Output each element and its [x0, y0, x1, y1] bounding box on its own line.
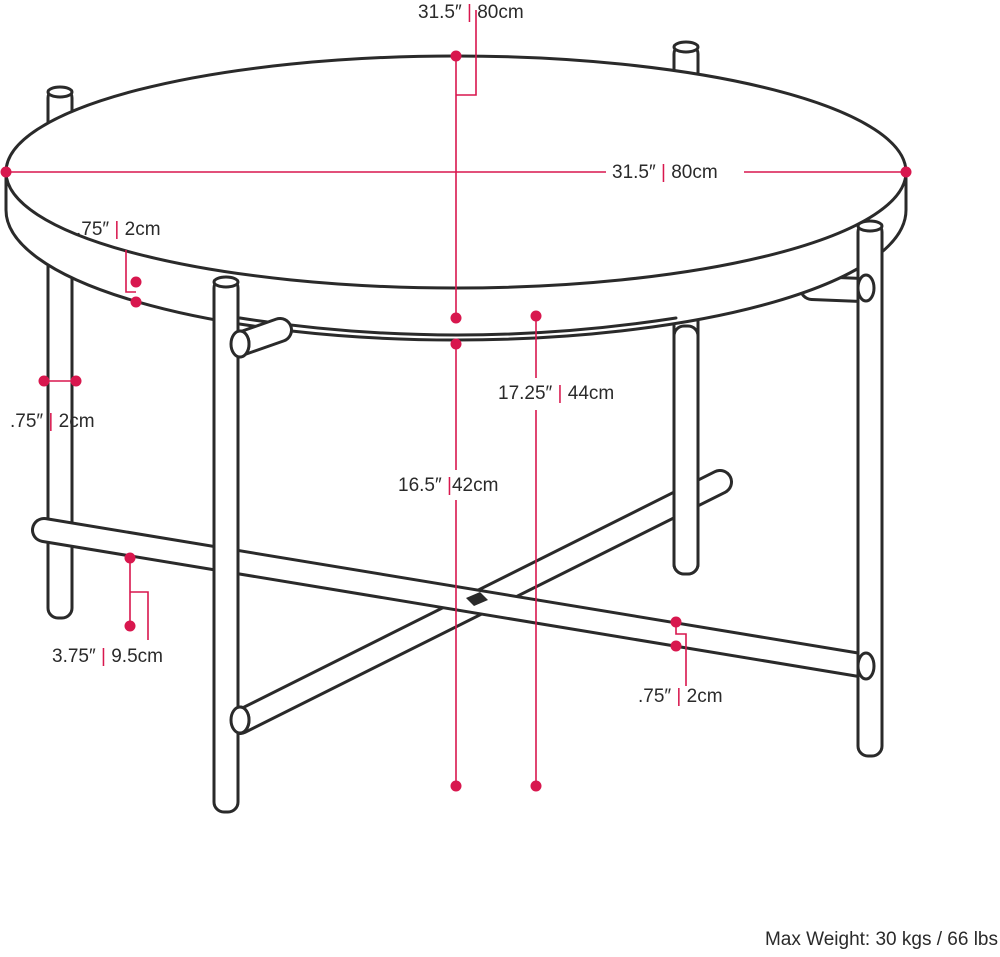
- max-weight-note: Max Weight: 30 kgs / 66 lbs: [764, 929, 998, 950]
- dim-top-width: [0, 166, 912, 178]
- label-base-clearance: 3.75″ | 9.5cm: [52, 646, 163, 667]
- label-leg-diameter: .75″ | 2cm: [10, 411, 95, 432]
- dim-leg-height: [450, 338, 462, 792]
- label-total-height: 17.25″ | 44cm: [498, 383, 614, 404]
- back-right-leg-lower: [672, 324, 700, 576]
- dim-total-height: [530, 310, 542, 792]
- dim-bar-diameter: [670, 616, 687, 686]
- top-support-left-end: [229, 329, 251, 359]
- dim-top-depth: [450, 10, 477, 324]
- front-right-leg: [856, 219, 884, 758]
- label-top-width: 31.5″ | 80cm: [612, 162, 718, 183]
- crossbar-front: [31, 517, 879, 681]
- top-support-right-end: [856, 273, 876, 303]
- crossbar-end-right: [856, 651, 876, 681]
- dim-leg-diameter: [38, 375, 82, 387]
- dim-base-clearance: [124, 552, 149, 640]
- top-ring: [238, 316, 678, 337]
- cross-joint: [466, 592, 488, 606]
- dim-top-thickness: [125, 250, 142, 308]
- label-leg-height: 16.5″ |42cm: [398, 475, 498, 496]
- label-top-thickness: .75″ | 2cm: [76, 219, 161, 240]
- front-left-leg: [212, 275, 240, 814]
- crossbar-end-left: [229, 705, 251, 735]
- label-top-depth: 31.5″ | 80cm: [418, 2, 524, 23]
- label-bar-diameter: .75″ | 2cm: [638, 686, 723, 707]
